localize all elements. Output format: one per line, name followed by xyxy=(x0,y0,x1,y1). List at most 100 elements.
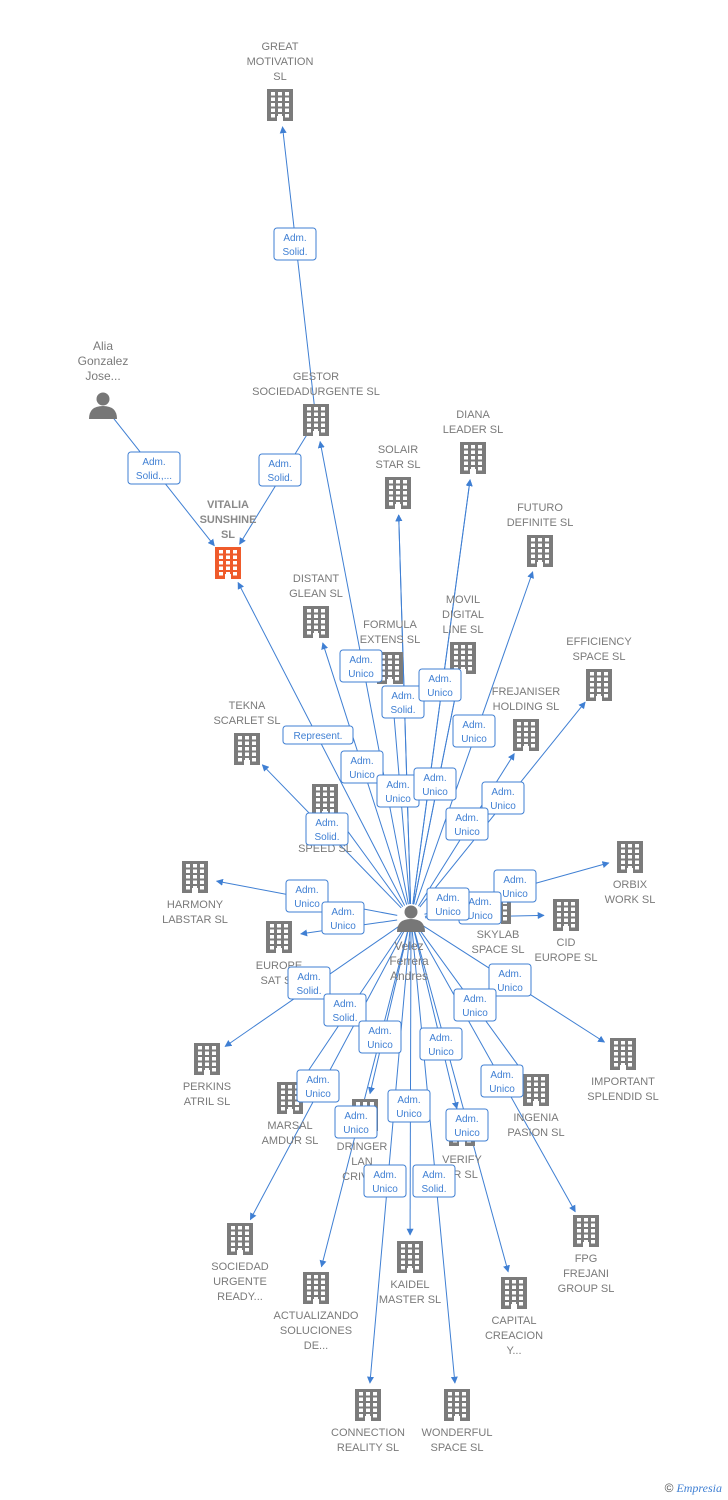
building-window xyxy=(205,1046,209,1050)
edge-label-velez-frejaniser[interactable]: Adm.Unico xyxy=(452,714,496,748)
edge-velez-verify xyxy=(413,931,459,1110)
node-label: SUNSHINE xyxy=(200,514,257,526)
edge-label-velez-vitalia[interactable]: Represent. xyxy=(282,725,354,745)
edge-label-velez-movil[interactable]: Adm.Unico xyxy=(418,668,462,702)
building-window xyxy=(591,1218,595,1222)
node-label: GREAT xyxy=(261,41,298,53)
building-window xyxy=(233,566,237,570)
edge-label-velez-solair[interactable]: Adm.Unico xyxy=(376,774,420,808)
edge-label-velez-distant[interactable]: Adm.Unico xyxy=(339,649,383,683)
edge-label-alia-vitalia[interactable]: Adm.Solid.,... xyxy=(127,451,181,485)
node-alia[interactable]: AliaGonzalezJose... xyxy=(78,339,129,419)
building-window xyxy=(330,792,334,796)
building-window xyxy=(238,758,242,762)
building-window xyxy=(278,108,282,112)
edge-label-velez-capital[interactable]: Adm.Unico xyxy=(445,1108,489,1142)
edge-label-velez-sociedad[interactable]: Adm.Unico xyxy=(296,1069,340,1103)
edge-label-gestor-great[interactable]: Adm.Solid. xyxy=(273,227,317,261)
building-window xyxy=(238,1237,242,1241)
edge-label-velez-europe[interactable]: Adm.Unico xyxy=(321,901,365,935)
edge-label-velez-diana[interactable]: Adm.Unico xyxy=(413,767,457,801)
edge-label-velez-ingenia[interactable]: Adm.Unico xyxy=(453,988,497,1022)
edge-label-text: Adm. xyxy=(463,994,486,1005)
building-window xyxy=(541,1088,545,1092)
edge-label-velez-fpg[interactable]: Adm.Unico xyxy=(480,1064,524,1098)
edge-label-velez-dringer[interactable]: Adm.Unico xyxy=(358,1020,402,1054)
building-window xyxy=(252,747,256,751)
building-door xyxy=(244,760,250,765)
edge-label-velez-movil[interactable]: Adm.Unico xyxy=(445,807,489,841)
building-window xyxy=(271,108,275,112)
edge-label-text: Unico xyxy=(497,983,523,994)
edge-label-velez-important[interactable]: Adm.Unico xyxy=(488,963,532,997)
edge-label-velez-speed[interactable]: Adm.Unico xyxy=(340,750,384,784)
building-window xyxy=(212,1051,216,1055)
edge-label-velez-formula[interactable]: Adm.Solid. xyxy=(381,685,425,719)
edge-label-gestor-vitalia[interactable]: Adm.Solid. xyxy=(258,453,302,487)
edge-label-text: Adm. xyxy=(436,893,459,904)
building-window xyxy=(584,1229,588,1233)
edge-label-velez-harmony[interactable]: Adm.Unico xyxy=(285,879,329,913)
node-capital[interactable]: CAPITALCREACIONY... xyxy=(485,1277,543,1357)
edge-label-velez-connection[interactable]: Adm.Unico xyxy=(363,1164,407,1198)
node-label: INGENIA xyxy=(513,1112,559,1124)
edge-label-text: Unico xyxy=(294,899,320,910)
edge-label-velez-kaidel[interactable]: Adm.Unico xyxy=(387,1089,431,1123)
node-speed[interactable]: SPEED SL xyxy=(298,784,352,855)
footer-brand[interactable]: ©Empresia xyxy=(665,1481,722,1496)
building-window xyxy=(604,694,608,698)
edge-label-velez-marsal[interactable]: Adm.Solid. xyxy=(323,993,367,1027)
building-door xyxy=(627,868,633,873)
building-window xyxy=(307,423,311,427)
edge-label-velez-orbix[interactable]: Adm.Unico xyxy=(493,869,537,903)
building-window xyxy=(238,741,242,745)
edge-label-text: Unico xyxy=(454,1128,480,1139)
building-door xyxy=(407,1268,413,1273)
building-window xyxy=(231,1242,235,1246)
edge-label-velez-wonderful[interactable]: Adm.Solid. xyxy=(412,1164,456,1198)
node-label: FORMULA xyxy=(363,619,417,631)
node-sociedad[interactable]: SOCIEDADURGENTEREADY... xyxy=(211,1223,269,1303)
edge-label-velez-verify[interactable]: Adm.Unico xyxy=(419,1027,463,1061)
building-window xyxy=(307,1286,311,1290)
edge-label-velez-efficiency[interactable]: Adm.Unico xyxy=(481,781,525,815)
edge-label-velez-perkins[interactable]: Adm.Solid. xyxy=(287,966,331,1000)
building-window xyxy=(604,677,608,681)
building-icon xyxy=(460,442,486,474)
node-actualizando[interactable]: ACTUALIZANDOSOLUCIONESDE... xyxy=(274,1272,359,1352)
node-label: MASTER SL xyxy=(379,1294,441,1306)
building-window xyxy=(462,1408,466,1412)
edge-label-velez-actualizando[interactable]: Adm.Unico xyxy=(334,1105,378,1139)
edge-label-box xyxy=(481,781,525,815)
edge-label-velez-cid[interactable]: Adm.Unico xyxy=(426,887,470,921)
node-label: SOCIEDADURGENTE SL xyxy=(252,386,380,398)
node-label: READY... xyxy=(217,1291,263,1303)
person-head xyxy=(96,392,110,406)
edge-velez-wonderful xyxy=(411,931,458,1384)
building-window xyxy=(461,656,465,660)
edge-label-velez-tekna[interactable]: Adm.Solid. xyxy=(305,812,349,846)
building-window xyxy=(314,429,318,433)
